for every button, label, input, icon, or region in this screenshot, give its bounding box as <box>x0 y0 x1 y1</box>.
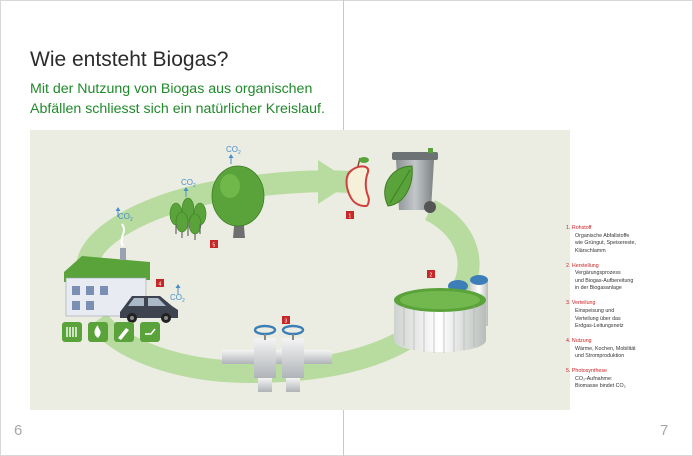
gas-valve-icon <box>222 324 332 392</box>
page-title: Wie entsteht Biogas? <box>30 48 229 71</box>
svg-text:2: 2 <box>193 183 196 189</box>
svg-text:2: 2 <box>238 150 241 156</box>
svg-text:2: 2 <box>430 273 433 279</box>
legend-item-photosynthese: 5. Photosynthese CO₂-Aufnahme: Biomasse … <box>566 368 626 390</box>
legend-item-nutzung: 4. Nutzung Wärme, Kochen, Mobilität und … <box>566 338 636 360</box>
co2-label-house: CO 2 <box>115 207 133 223</box>
legend-item-herstellung: 2. Herstellung Vergärungsprozess und Bio… <box>566 262 634 292</box>
badge-2: 2 <box>427 270 435 279</box>
radiator-icon <box>62 322 82 342</box>
car-icon <box>120 296 178 323</box>
forest-icon <box>169 197 207 240</box>
svg-text:CO: CO <box>226 145 238 154</box>
svg-text:4: 4 <box>159 282 162 288</box>
co2-label-car: CO 2 <box>170 284 185 304</box>
svg-text:CO: CO <box>118 212 130 221</box>
leaf-icon <box>384 165 413 207</box>
co2-label-forest: CO 2 <box>181 178 196 197</box>
svg-text:2: 2 <box>182 298 185 304</box>
svg-text:CO: CO <box>170 293 182 302</box>
badge-1: 1 <box>346 211 354 220</box>
badge-5: 5 <box>210 240 218 249</box>
apple-core-icon <box>345 157 370 207</box>
svg-text:3: 3 <box>285 319 288 325</box>
subtitle-line-1: Mit der Nutzung von Biogas aus organisch… <box>30 81 313 97</box>
tree-icon <box>211 165 265 238</box>
svg-text:5: 5 <box>213 243 216 249</box>
plug-icon <box>140 322 160 342</box>
badge-3: 3 <box>282 316 290 325</box>
page-subtitle: Mit der Nutzung von Biogas aus organisch… <box>30 79 325 119</box>
legend-item-rohstoff: 1. Rohstoff Organische Abfallstoffe wie … <box>566 225 636 254</box>
svg-text:1: 1 <box>349 214 352 220</box>
page-number-right: 7 <box>660 422 669 439</box>
usage-icons <box>62 322 160 342</box>
biogas-plant-icon <box>394 275 488 353</box>
page-number-left: 6 <box>14 422 23 439</box>
co2-label-tree: CO 2 <box>226 145 241 164</box>
process-legend: 1. Rohstoff Organische Abfallstoffe wie … <box>566 225 676 398</box>
subtitle-line-2: Abfällen schliesst sich ein natürlicher … <box>30 101 325 117</box>
legend-item-verteilung: 3. Verteilung Einspeisung und Verteilung… <box>566 300 624 330</box>
svg-text:2: 2 <box>130 217 133 223</box>
badge-4: 4 <box>156 279 164 288</box>
svg-text:CO: CO <box>181 178 193 187</box>
